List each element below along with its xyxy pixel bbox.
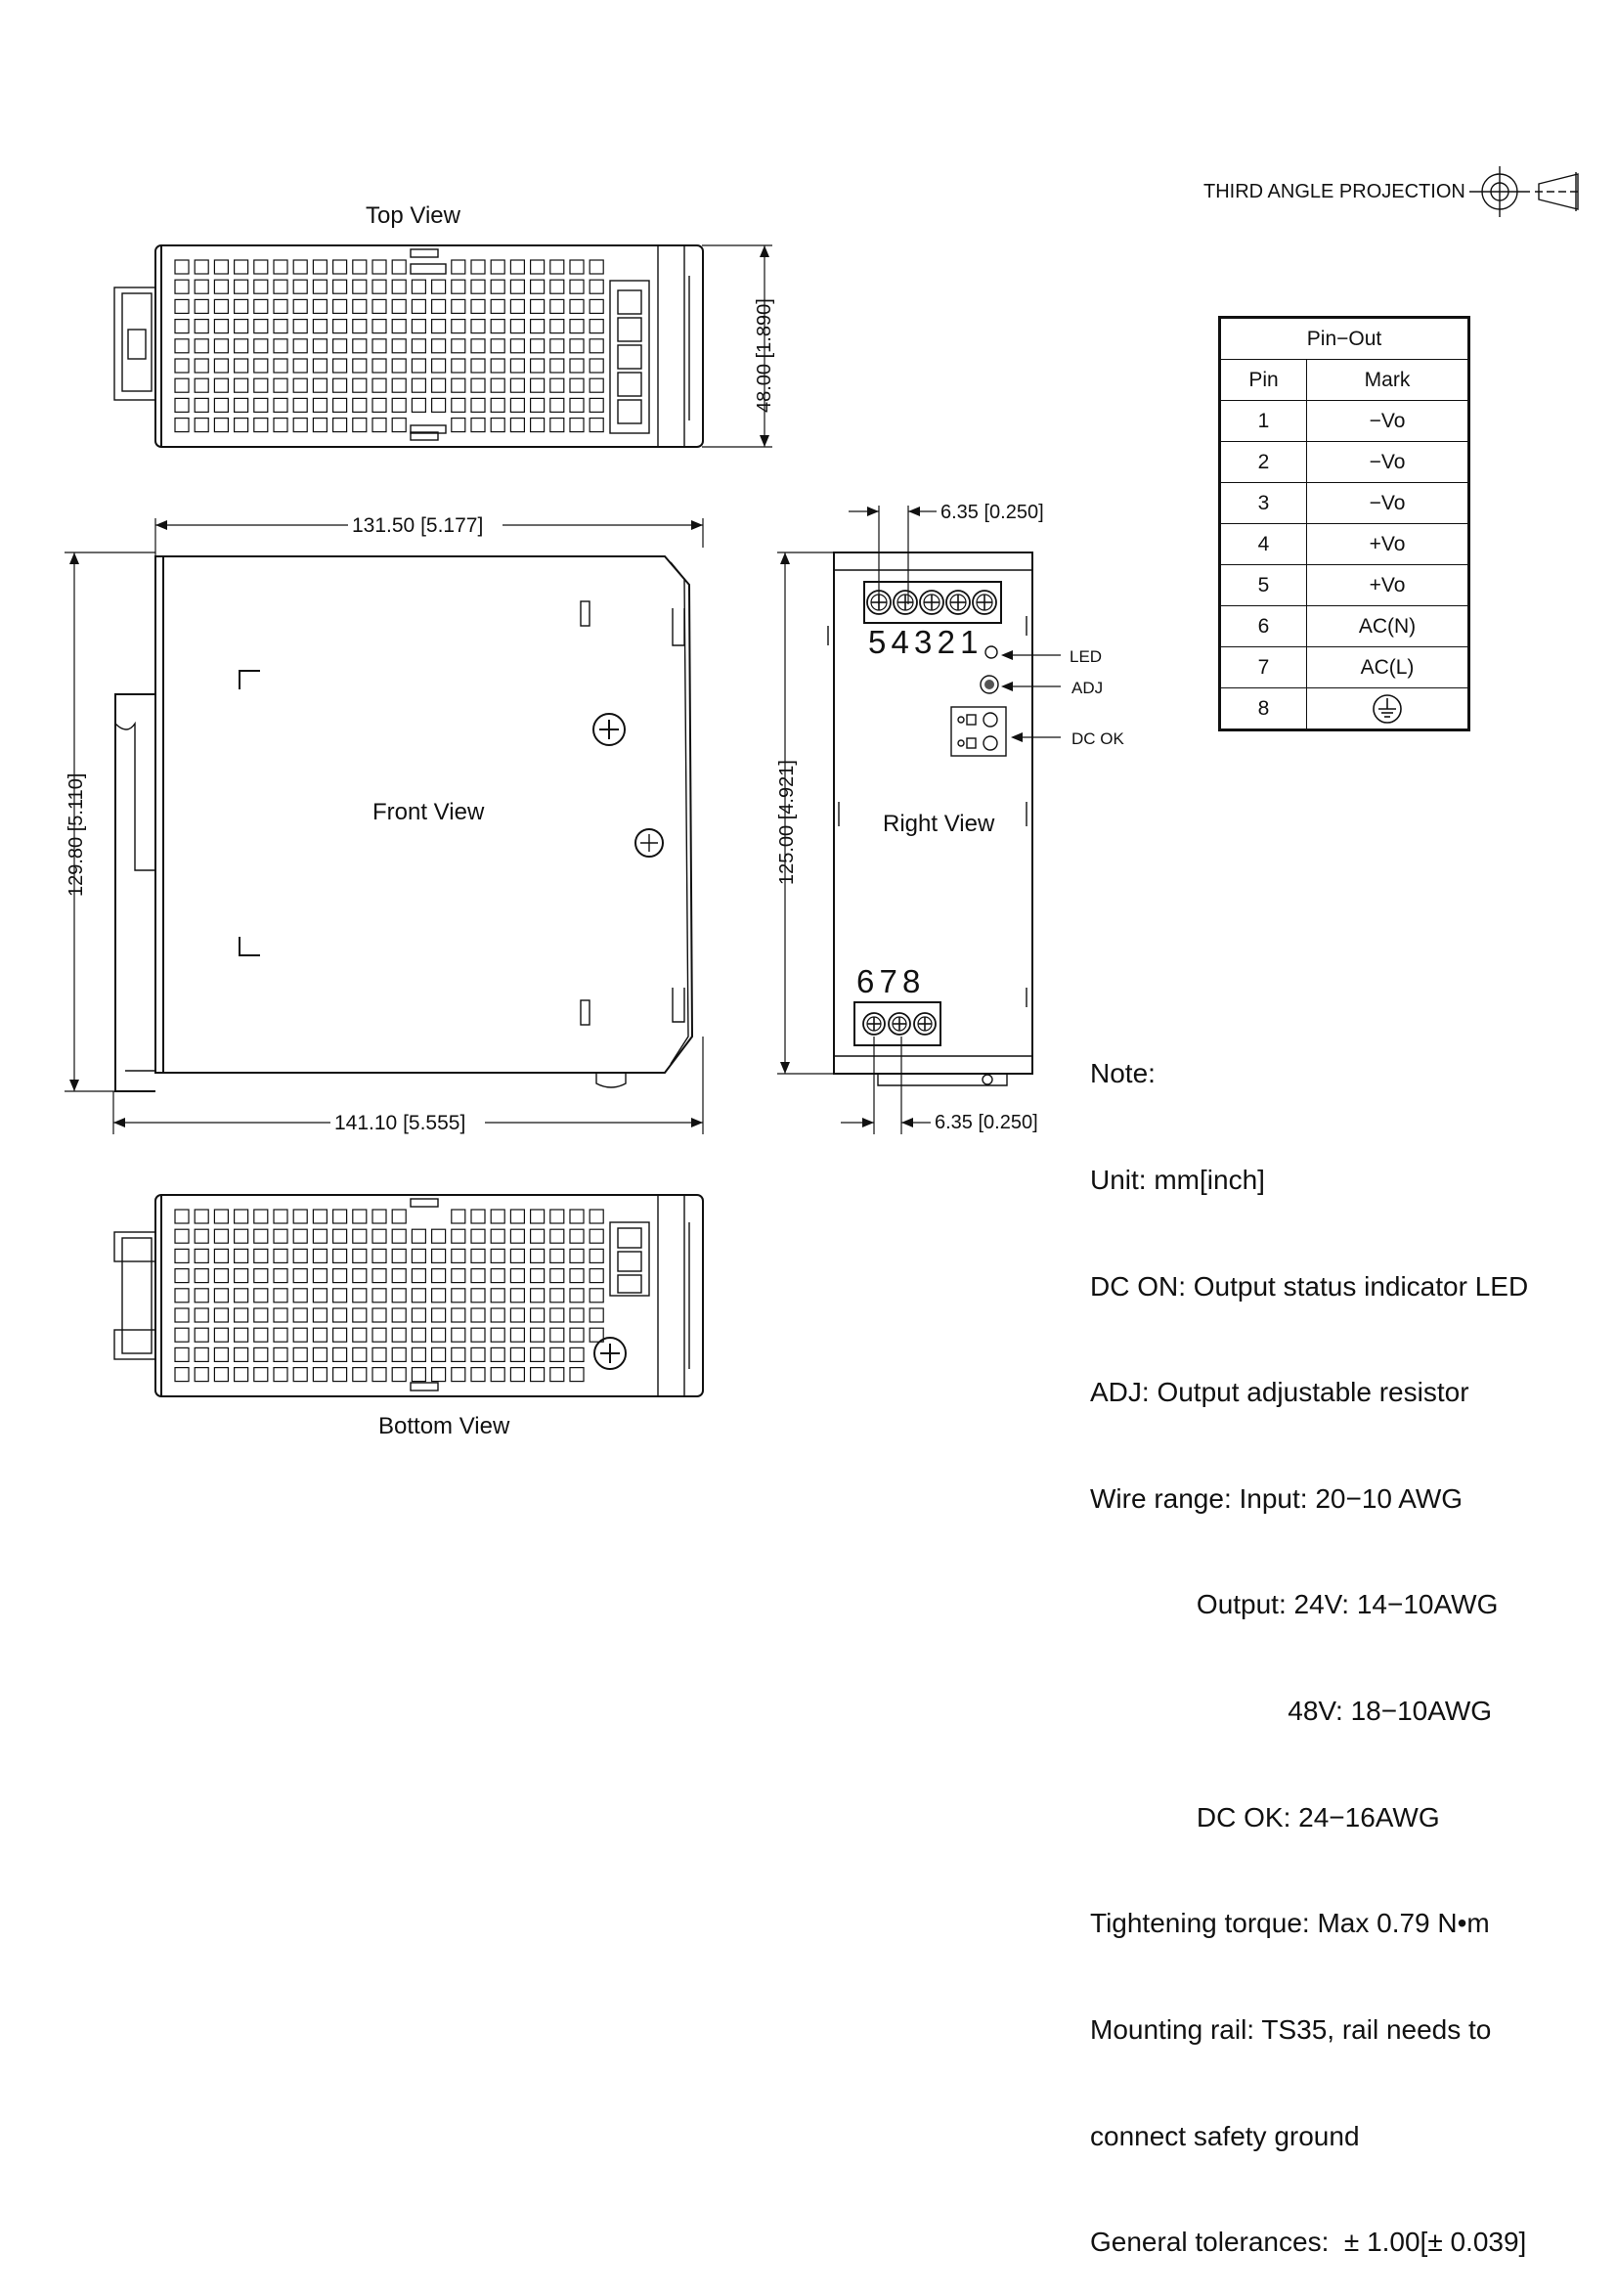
pinout-title: Pin−Out [1219,317,1469,360]
note-line: connect safety ground [1090,2120,1360,2151]
pin-cell: 4 [1218,523,1308,565]
note-line: Output: 24V: 14−10AWG [1090,1589,1499,1620]
top-terminal-block [866,590,997,615]
right-pitch-top-dimension: 6.35 [0.250] [849,502,1044,604]
drawing-canvas: THIRD ANGLE PROJECTION Top View [65,166,1580,1439]
bottom-view [113,1194,704,1397]
terminal-bottom-numbers: 6 7 8 [856,963,919,999]
mark-cell [1306,687,1469,730]
front-width-label: 131.50 [5.177] [352,514,483,537]
table-row: 2−Vo [1218,441,1469,483]
front-width-dimension: 131.50 [5.177] [154,514,704,557]
led-indicator-icon [984,645,998,659]
bottom-view-label: Bottom View [378,1413,510,1439]
pin-cell: 8 [1218,687,1308,730]
mark-cell: −Vo [1306,400,1469,442]
overall-width-dimension: 141.10 [5.555] [112,1037,704,1134]
led-label: LED [1070,647,1102,666]
projection-symbol-icon [1469,166,1580,217]
ground-icon [1373,693,1402,724]
right-view-label: Right View [883,811,995,837]
dc-ok-connector [950,706,1007,757]
front-view-label: Front View [372,799,485,825]
pin-cell: 3 [1218,482,1308,524]
right-callouts: LED ADJ DC OK [1001,647,1125,748]
top-view [113,244,704,448]
mark-cell: −Vo [1306,482,1469,524]
mark-cell: +Vo [1306,564,1469,606]
right-pitch-bottom-dimension: 6.35 [0.250] [841,1037,1038,1134]
front-height-label: 129.80 [5.110] [66,773,87,897]
top-view-label: Top View [366,202,461,229]
mark-cell: AC(N) [1306,605,1469,647]
notes-block: Note: Unit: mm[inch] DC ON: Output statu… [1090,986,1528,2296]
dc-ok-label: DC OK [1071,729,1125,748]
note-line: General tolerances: ± 1.00[± 0.039] [1090,2227,1527,2258]
pitch-bottom-label: 6.35 [0.250] [935,1112,1038,1133]
terminal-top-numbers: 5 4 3 2 1 [868,624,977,660]
mark-cell: +Vo [1306,523,1469,565]
table-row: 3−Vo [1218,482,1469,524]
top-vent-grid [174,259,604,433]
right-height-dimension: 125.00 [4.921] [776,552,834,1075]
note-line: Note: [1090,1058,1156,1089]
note-line: 48V: 18−10AWG [1090,1696,1493,1727]
pin-header: Pin [1218,359,1308,401]
pin-cell: 2 [1218,441,1308,483]
note-line: Wire range: Input: 20−10 AWG [1090,1482,1464,1514]
note-line: DC ON: Output status indicator LED [1090,1270,1529,1302]
note-line: Mounting rail: TS35, rail needs to [1090,2013,1492,2045]
table-row: 8 [1218,687,1469,730]
pinout-table: Pin−Out Pin Mark 1−Vo 2−Vo 3−Vo 4+Vo 5+V… [1218,316,1470,731]
adj-potentiometer-icon [980,675,999,694]
mark-cell: AC(L) [1306,646,1469,688]
projection-label: THIRD ANGLE PROJECTION [1203,181,1465,202]
mark-header: Mark [1306,359,1469,401]
right-view [827,552,1033,1086]
front-view [114,555,694,1092]
top-height-dimension: 48.00 [1.890] [702,244,775,448]
adj-label: ADJ [1071,679,1103,697]
pitch-top-label: 6.35 [0.250] [940,502,1044,523]
bottom-vent-grid [174,1209,604,1383]
top-height-label: 48.00 [1.890] [754,298,775,413]
overall-width-label: 141.10 [5.555] [334,1112,465,1134]
pin-cell: 5 [1218,564,1308,606]
note-line: Unit: mm[inch] [1090,1165,1265,1196]
table-row: 1−Vo [1218,400,1469,442]
pin-cell: 6 [1218,605,1308,647]
mark-cell: −Vo [1306,441,1469,483]
table-row: 4+Vo [1218,523,1469,565]
note-line: DC OK: 24−16AWG [1090,1801,1440,1832]
note-line: ADJ: Output adjustable resistor [1090,1377,1469,1408]
pin-cell: 1 [1218,400,1308,442]
note-line: Tightening torque: Max 0.79 N•m [1090,1908,1490,1939]
right-height-label: 125.00 [4.921] [776,760,798,885]
table-row: 5+Vo [1218,564,1469,606]
bottom-terminal-block [862,1012,937,1036]
front-height-dimension: 129.80 [5.110] [65,552,155,1092]
pin-cell: 7 [1218,646,1308,688]
